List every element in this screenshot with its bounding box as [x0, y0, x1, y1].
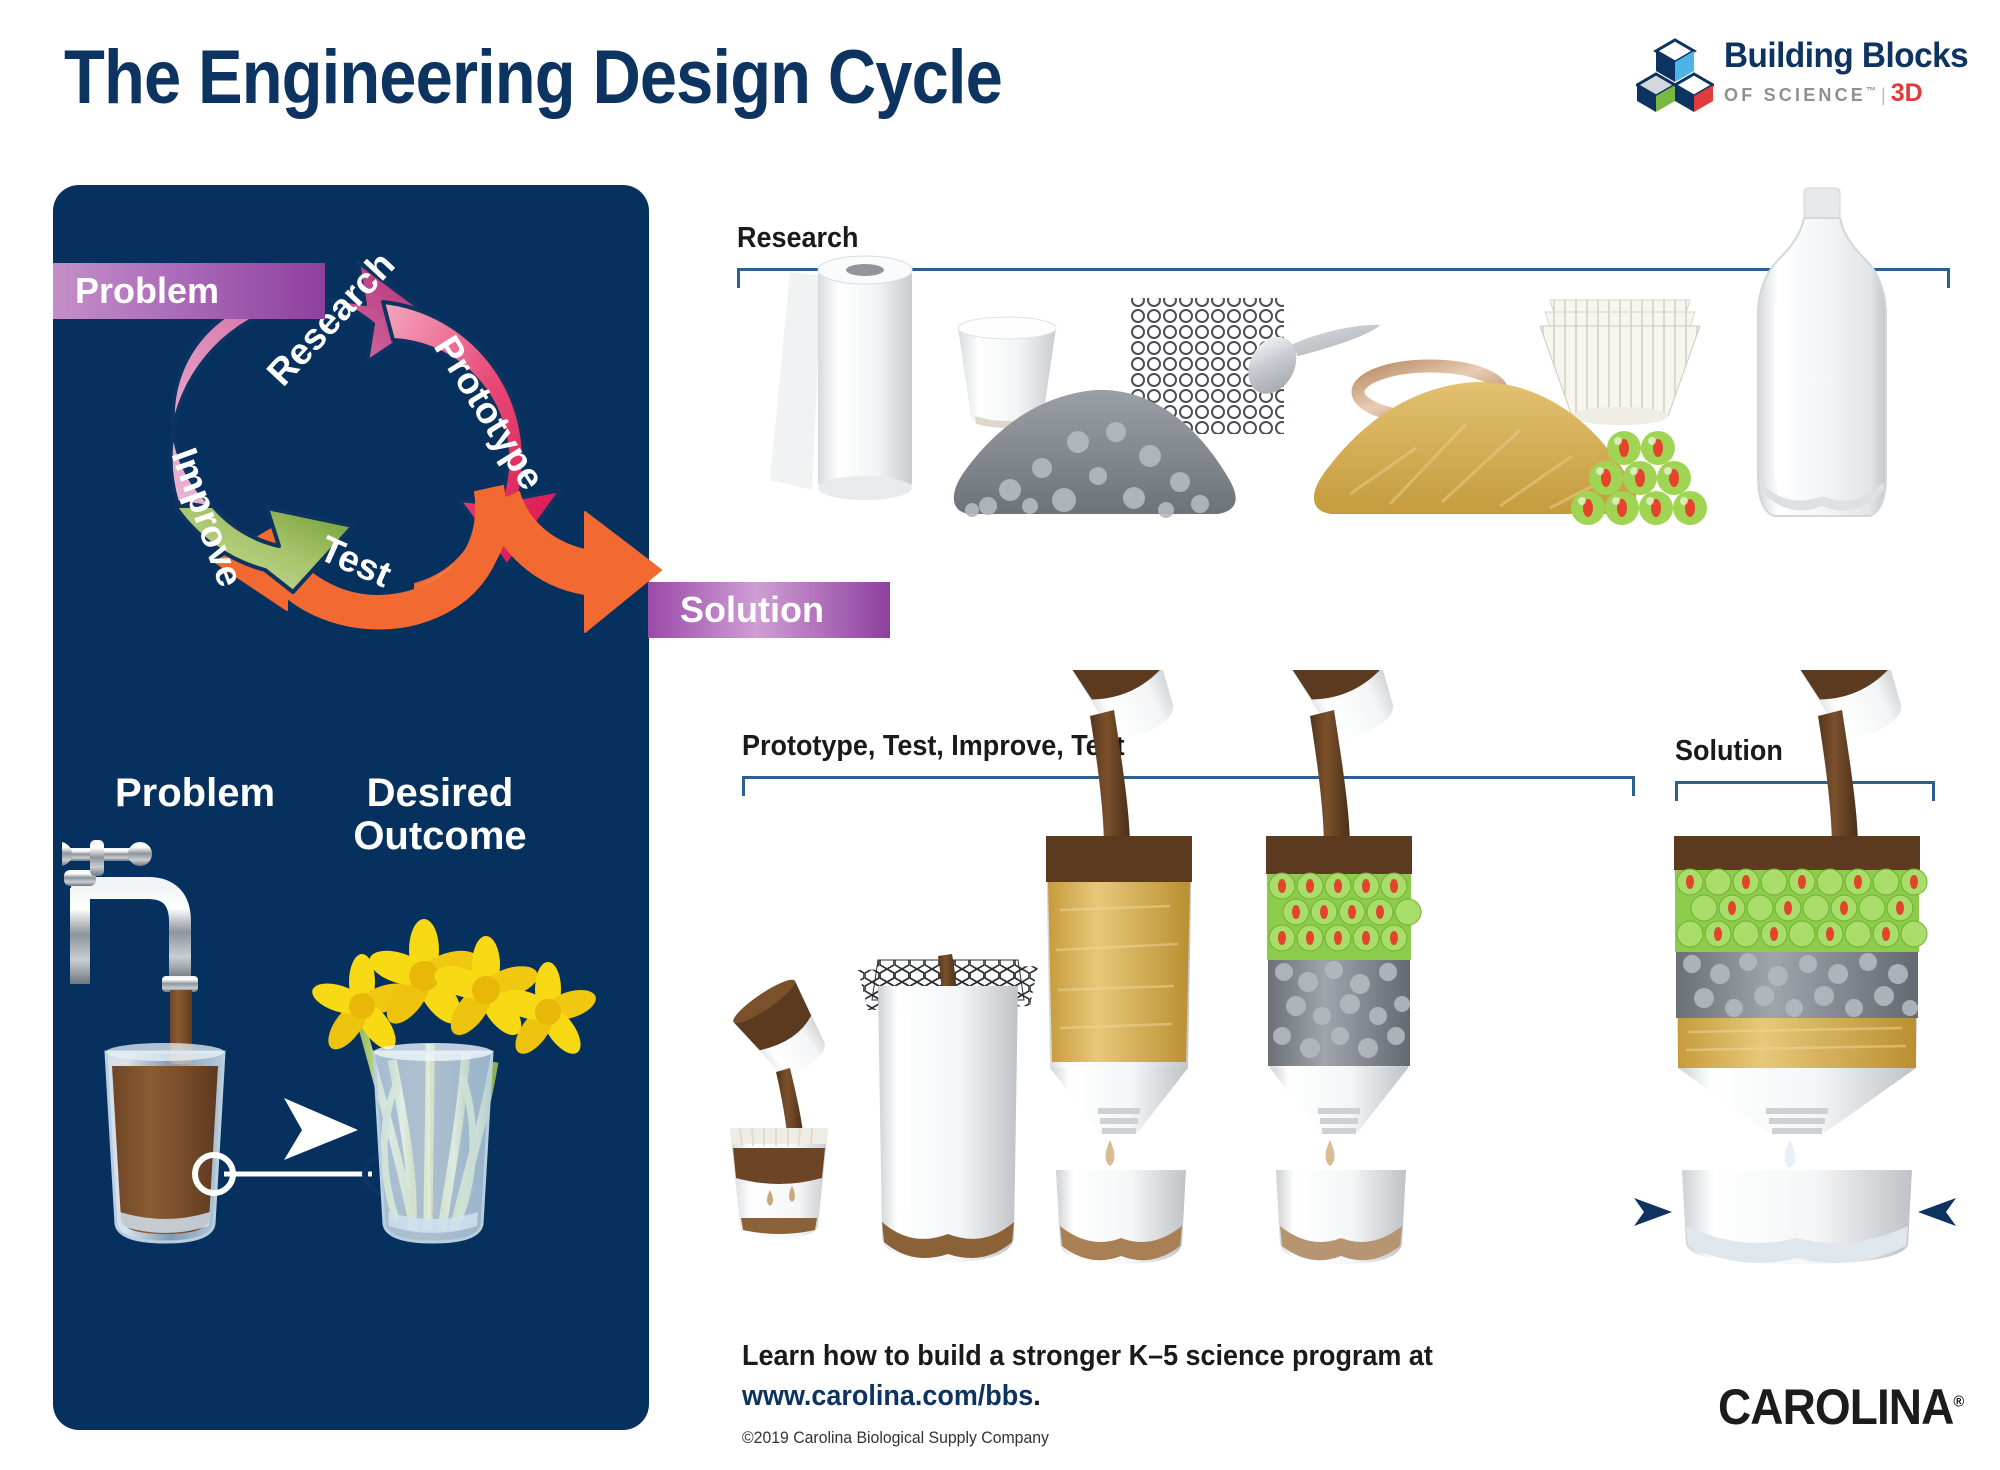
- carolina-brand-text: CAROLINA: [1718, 1379, 1954, 1435]
- prototype-stage-cup: [730, 979, 828, 1238]
- cycle-flag-solution-label: Solution: [680, 589, 824, 630]
- registered-trademark-symbol: ®: [1953, 1393, 1964, 1411]
- cycle-arrow-test-head-right: [486, 491, 662, 633]
- section-bracket-prototype: [742, 776, 1635, 796]
- logo-line-secondary: OF SCIENCE™ |3D: [1724, 79, 1981, 108]
- callout-circle-left: [192, 1152, 236, 1196]
- footer-url-line[interactable]: www.carolina.com/bbs.: [742, 1380, 1041, 1413]
- desired-outcome-line2: Outcome: [353, 814, 527, 859]
- marble-layer: [1267, 872, 1422, 960]
- section-bracket-research: [737, 268, 1950, 288]
- daffodil-4: [500, 962, 596, 1054]
- page-title: The Engineering Design Cycle: [64, 35, 1003, 120]
- cycle-flag-problem-label: Problem: [75, 270, 220, 311]
- paper-towel-roll-icon: [770, 255, 913, 500]
- building-blocks-logo: Building Blocks OF SCIENCE™ |3D: [1634, 34, 1969, 120]
- logo-3d-badge: 3D: [1890, 79, 1923, 107]
- prototype-stage-marbles-gravel-bottle: [1266, 619, 1422, 1264]
- gravel-layer: [1268, 960, 1410, 1066]
- desired-outcome-line1: Desired: [366, 771, 514, 815]
- plastic-bottle-icon: [1757, 187, 1887, 517]
- glass-clean-water-with-flowers: [312, 919, 596, 1244]
- problem-outcome-illustration: [48, 830, 642, 1250]
- solution-gravel-layer: [1676, 952, 1918, 1018]
- copyright-notice: ©2019 Carolina Biological Supply Company: [742, 1428, 1049, 1447]
- section-heading-solution: Solution: [1675, 735, 1783, 767]
- solution-illustration: [1630, 619, 1960, 1300]
- solution-marble-layer: [1675, 868, 1928, 952]
- cycle-arrow-improve: [173, 504, 355, 594]
- glass-dirty-water: [104, 1043, 226, 1244]
- carolina-logo: CAROLINA®: [1718, 1378, 1966, 1436]
- result-chevron-left-icon: [1634, 1198, 1672, 1226]
- cycle-label-prototype: Prototype: [426, 329, 552, 497]
- logo-line-primary: Building Blocks: [1724, 36, 1969, 75]
- solution-sand-layer: [1678, 1018, 1916, 1068]
- cycle-arrow-research: [168, 260, 435, 510]
- faucet-icon: [48, 840, 198, 992]
- cycle-flag-problem: Problem: [53, 263, 325, 319]
- cycle-flag-solution: Solution: [648, 582, 890, 638]
- section-heading-prototype: Prototype, Test, Improve, Test: [742, 730, 1125, 762]
- section-heading-research: Research: [737, 222, 859, 254]
- footer-cta-line1: Learn how to build a stronger K–5 scienc…: [742, 1340, 1433, 1372]
- spoon-icon: [1248, 324, 1380, 394]
- prototype-stage-mesh-bottle: [858, 954, 1038, 1262]
- gravel-pile-icon: [953, 389, 1236, 518]
- desired-outcome-caption: Desired Outcome: [320, 771, 560, 859]
- prototype-stages-illustration: [700, 619, 1640, 1300]
- result-chevron-right-icon: [1918, 1198, 1956, 1226]
- problem-caption: Problem: [114, 771, 276, 815]
- daffodil-3: [434, 936, 538, 1036]
- transition-chevron-icon: [284, 1098, 358, 1160]
- cycle-label-improve: Improve: [163, 443, 251, 592]
- marbles-icon: [1571, 431, 1707, 525]
- building-blocks-cubes-icon: [1634, 38, 1716, 112]
- carolina-wordmark: CAROLINA®: [1718, 1378, 1964, 1436]
- footer-url[interactable]: www.carolina.com/bbs: [742, 1380, 1034, 1412]
- paper-cup-icon: [957, 316, 1057, 428]
- trademark-symbol: ™: [1866, 86, 1877, 97]
- coffee-filters-icon: [1539, 299, 1701, 425]
- prototype-stage-sand-bottle: [1046, 619, 1192, 1264]
- section-bracket-solution: [1675, 781, 1935, 801]
- footer-url-period: .: [1033, 1380, 1041, 1412]
- logo-of-science: OF SCIENCE: [1724, 85, 1867, 105]
- research-materials-illustration: [730, 180, 1960, 580]
- logo-divider: |: [1881, 85, 1886, 105]
